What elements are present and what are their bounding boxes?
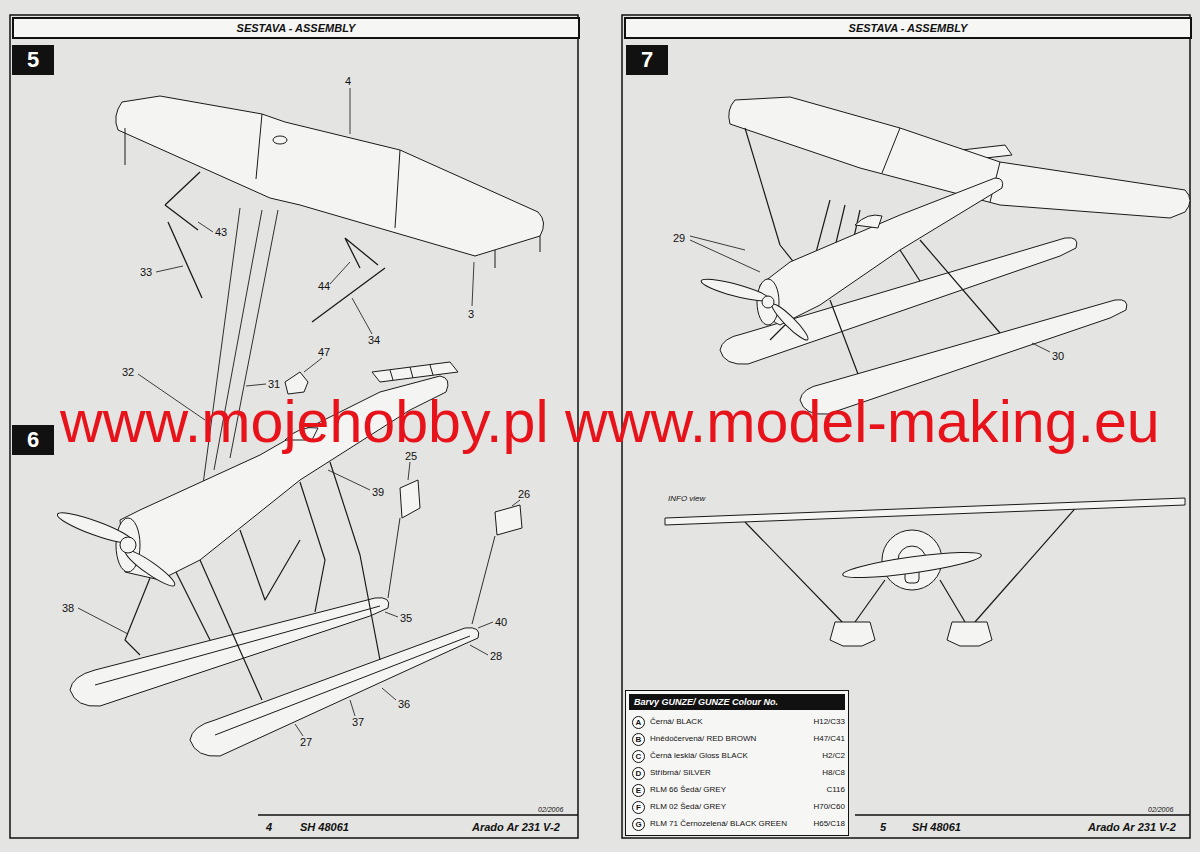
colour-letter: D — [632, 767, 645, 780]
colour-name: Hnědočervená/ RED BROWN — [650, 734, 756, 743]
callout-number: 3 — [468, 308, 474, 321]
view-label: INFO view — [668, 494, 705, 503]
colour-code: H47/C41 — [813, 734, 845, 743]
colour-code: C116 — [826, 785, 845, 794]
callout-number: 30 — [1052, 350, 1064, 363]
watermark: www.mojehobby.pl www.model-making.eu — [60, 392, 1160, 451]
colour-code: H12/C33 — [813, 717, 845, 726]
callout-number: 26 — [518, 488, 530, 501]
colour-letter: E — [632, 784, 645, 797]
step-number-text: 7 — [626, 45, 668, 75]
callout-number: 27 — [300, 736, 312, 749]
callout-number: 4 — [345, 75, 351, 88]
colour-letter: G — [632, 818, 645, 831]
footer-text: SH 48061 — [300, 821, 349, 834]
callout-number: 38 — [62, 602, 74, 615]
colour-letter: B — [632, 733, 645, 746]
callout-number: 44 — [318, 280, 330, 293]
colour-name: Stříbrná/ SILVER — [650, 768, 711, 777]
callout-number: 33 — [140, 266, 152, 279]
footer-text: SH 48061 — [912, 821, 961, 834]
footer-text: 4 — [266, 821, 272, 834]
colour-name: RLM 02 Šedá/ GREY — [650, 802, 726, 811]
colour-code: H2/C2 — [822, 751, 845, 760]
callout-number: 28 — [490, 650, 502, 663]
callout-number: 47 — [318, 346, 330, 359]
step-number: 7 — [626, 45, 668, 75]
colour-letter: C — [632, 750, 645, 763]
step-number: 6 — [12, 425, 54, 455]
info-front-view — [665, 498, 1185, 646]
colour-name: Černá lesklá/ Gloss BLACK — [650, 751, 748, 760]
callout-number: 35 — [400, 612, 412, 625]
step-number: 5 — [12, 45, 54, 75]
callout-number: 29 — [673, 232, 685, 245]
callout-number: 43 — [215, 226, 227, 239]
page-frame — [10, 15, 1190, 838]
colour-code: H70/C60 — [813, 802, 845, 811]
table-header: Barvy GUNZE/ GUNZE Colour No. — [629, 694, 845, 710]
footer-text: Arado Ar 231 V-2 — [472, 821, 560, 834]
colour-letter: F — [632, 801, 645, 814]
step-7-model — [700, 97, 1190, 414]
callout-number: 31 — [268, 378, 280, 391]
colour-name: RLM 71 Černozelená/ BLACK GREEN — [650, 819, 787, 828]
callout-number: 39 — [372, 486, 384, 499]
header-bar: SESTAVA - ASSEMBLY — [624, 17, 1192, 39]
colour-table: Barvy GUNZE/ GUNZE Colour No. — [625, 690, 849, 836]
step-number-text: 5 — [12, 45, 54, 75]
callout-number: 25 — [405, 450, 417, 463]
print-date: 02/2006 — [538, 806, 563, 814]
colour-letter: A — [632, 716, 645, 729]
callout-number: 36 — [398, 698, 410, 711]
print-date: 02/2006 — [1148, 806, 1173, 814]
callout-number: 40 — [495, 616, 507, 629]
colour-code: H8/C8 — [822, 768, 845, 777]
step-number-text: 6 — [12, 425, 54, 455]
header-text: SESTAVA - ASSEMBLY — [14, 19, 578, 37]
callout-number: 34 — [368, 334, 380, 347]
colour-name: RLM 66 Šedá/ GREY — [650, 785, 726, 794]
header-bar: SESTAVA - ASSEMBLY — [12, 17, 580, 39]
footer-text: 5 — [880, 821, 886, 834]
footer-text: Arado Ar 231 V-2 — [1088, 821, 1176, 834]
callout-number: 32 — [122, 366, 134, 379]
callout-number: 37 — [352, 716, 364, 729]
colour-code: H65/C18 — [813, 819, 845, 828]
colour-name: Černá/ BLACK — [650, 717, 702, 726]
header-text: SESTAVA - ASSEMBLY — [626, 19, 1190, 37]
